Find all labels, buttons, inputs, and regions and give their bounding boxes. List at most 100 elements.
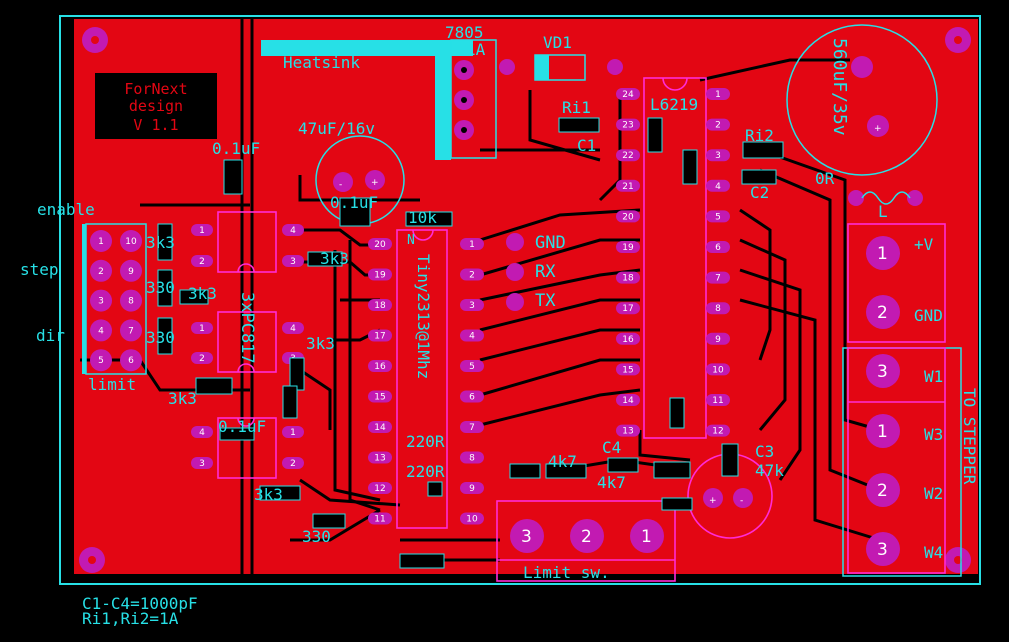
mcu-pin: 10 [460, 512, 484, 525]
opto-pin: 1 [191, 322, 213, 334]
svg-text:+: + [874, 124, 882, 134]
connector-left-pin: 6 [120, 349, 142, 372]
mcu-pin-number: 18 [374, 301, 386, 311]
regulator-label: 7805 [445, 23, 484, 42]
optocoupler-mid [217, 311, 277, 373]
connector-left-pin-number: 10 [125, 237, 137, 247]
mcu-pin-number: 20 [374, 240, 386, 250]
connector-left-pin: 3 [90, 289, 112, 312]
driver-pin-number: 16 [622, 335, 634, 345]
connector-left-pin-number: 2 [98, 267, 104, 277]
driver-pin: 24 [616, 88, 640, 100]
c1-label: C1 [577, 136, 596, 155]
svg-text:3: 3 [877, 362, 888, 382]
svg-text:2: 2 [877, 303, 888, 323]
driver-pin-number: 7 [715, 274, 721, 284]
limit-label: limit [88, 375, 136, 394]
opto-pin: 4 [282, 224, 304, 236]
r3k3-b-label: 3k3 [320, 249, 349, 268]
driver-pin-number: 17 [622, 304, 633, 314]
driver-label: L6219 [650, 95, 698, 114]
svg-text:1: 1 [877, 422, 888, 442]
svg-text:1: 1 [877, 244, 888, 264]
logo-line-2: design [129, 97, 183, 115]
driver-pin-number: 13 [622, 427, 633, 437]
mcu-pin-number: 13 [374, 454, 385, 464]
rx-label: RX [535, 262, 556, 282]
driver-pin: 6 [706, 241, 730, 253]
mcu-pin-number: 15 [374, 393, 385, 403]
opto-pin-number: 3 [199, 459, 205, 469]
r3k3-e-label: 3k3 [168, 389, 197, 408]
to-stepper-label: TO STEPPER [960, 388, 979, 485]
copper-pour [74, 19, 978, 574]
driver-pin-number: 18 [622, 274, 634, 284]
footnote-line-1: C1-C4=1000pF [82, 594, 198, 613]
mcu-pin: 5 [460, 360, 484, 372]
mcu-pin: 11 [368, 512, 392, 525]
driver-pin: 16 [616, 332, 640, 345]
driver-pin: 8 [706, 302, 730, 315]
w3-label: W3 [924, 425, 943, 444]
heatsink-marking [261, 40, 473, 160]
opto-pin-number: 4 [199, 428, 205, 438]
connector-left-pin-number: 7 [128, 326, 134, 336]
cap-01-c-label: 0.1uF [218, 417, 266, 436]
driver-pin-number: 5 [715, 212, 721, 222]
diode-vd1 [499, 54, 623, 81]
mcu-pin: 12 [368, 482, 392, 494]
heatsink-label: Heatsink [283, 53, 360, 72]
logo-box: ForNext design V 1.1 [95, 73, 217, 139]
r3k3-d-label: 3k3 [306, 334, 335, 353]
svg-text:-: - [740, 496, 743, 506]
mcu-pin: 20 [368, 238, 392, 250]
connector-left-pin-number: 9 [128, 267, 134, 277]
driver-pin: 20 [616, 210, 640, 223]
gnd-power-label: GND [914, 306, 943, 325]
inductor-l [848, 190, 923, 206]
driver-pin: 22 [616, 149, 640, 162]
driver-pin-number: 10 [712, 365, 724, 375]
svg-text:+: + [709, 496, 717, 506]
driver-pin: 23 [616, 118, 640, 131]
inductor-label: L [878, 202, 888, 221]
connector-left-pin: 1 [90, 230, 112, 252]
r3k3-a-label: 3k3 [146, 233, 175, 252]
driver-pin-number: 21 [622, 182, 633, 192]
opto-pin: 2 [282, 457, 304, 469]
driver-pin-number: 11 [712, 396, 723, 406]
mcu-pin-number: 12 [374, 484, 385, 494]
opto-pin-number: 1 [199, 324, 205, 334]
r10k-label: 10k [408, 208, 437, 227]
mcu-pin-number: 6 [469, 393, 475, 403]
mcu-label: Tiny2313@1Mhz [414, 254, 433, 379]
mcu-pin-number: 8 [469, 454, 475, 464]
driver-pin: 4 [706, 179, 730, 192]
r4k7-a-label: 4k7 [548, 452, 577, 471]
regulator-7805 [450, 39, 497, 159]
mcu-pin: 17 [368, 329, 392, 342]
footnote-line-2: Ri1,Ri2=1A [82, 609, 179, 628]
optocoupler-top [217, 211, 277, 273]
mcu-pin-number: 7 [469, 423, 475, 433]
driver-pin: 11 [706, 394, 730, 406]
driver-pin-number: 12 [712, 427, 723, 437]
mcu-pin: 8 [460, 451, 484, 464]
opto-pin-number: 3 [290, 257, 296, 267]
mcu-pin-number: 19 [374, 271, 386, 281]
logo-line-1: ForNext [124, 80, 187, 98]
mcu-pin-number: 11 [374, 515, 385, 525]
driver-pin-number: 2 [715, 121, 721, 131]
connector-left-pin: 10 [120, 230, 142, 252]
driver-pin: 5 [706, 210, 730, 223]
driver-pin-number: 14 [622, 396, 634, 406]
w4-label: W4 [924, 543, 943, 562]
mcu-pin: 18 [368, 299, 392, 311]
optocoupler-bottom [217, 417, 277, 479]
cap-01-b-label: 0.1uF [330, 193, 378, 212]
enable-label: enable [37, 200, 95, 219]
limit-switch-label: Limit sw. [523, 563, 610, 582]
opto-pin: 4 [191, 426, 213, 438]
